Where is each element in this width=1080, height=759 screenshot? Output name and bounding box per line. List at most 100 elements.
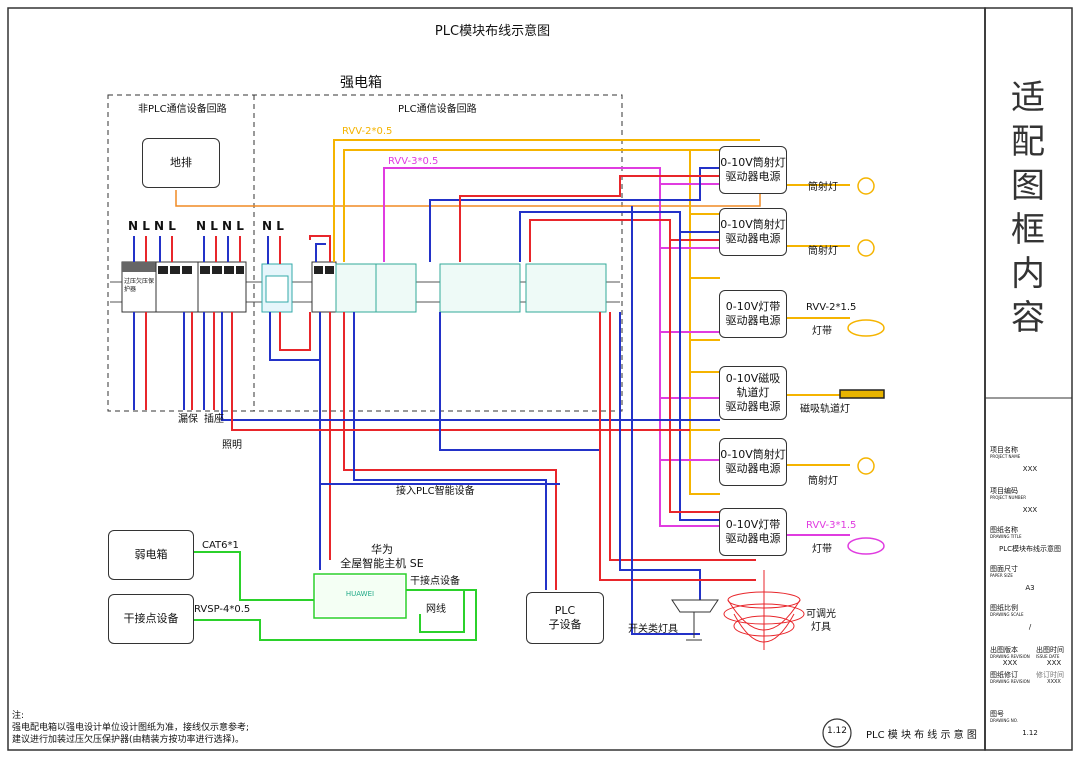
vt-1: 适 (1011, 78, 1045, 118)
tb-mod-value: XXXX (1047, 679, 1061, 685)
tb-project-no-en: PROJECT NUMBER (990, 495, 1026, 500)
breaker-group-1 (155, 261, 199, 313)
tb-no-en: DRAWING NO. (990, 718, 1018, 723)
strong-box-outline (107, 94, 623, 412)
lighting-label: 照明 (222, 440, 242, 451)
load-label-3: 灯带 (812, 326, 832, 337)
tb-rev-col: 出图版本 DRAWING REVISION XXX 图纸修订 DRAWING R… (990, 646, 1030, 684)
breaker-label-2: N L N L (196, 219, 244, 233)
plc-module-1 (335, 263, 417, 313)
load-label-1: 筒射灯 (808, 182, 838, 193)
tb-paper-en: PAPER SIZE (990, 573, 1013, 578)
driver-box-1: 0-10V筒射灯驱动器电源 (719, 146, 787, 194)
vt-4: 框 (1011, 210, 1045, 250)
cable-rvv-3-15: RVV-3*1.5 (806, 520, 857, 531)
breaker-label-3: N L (262, 219, 284, 233)
load-label-6: 灯带 (812, 544, 832, 555)
host-line1: 华为 (371, 543, 393, 556)
green-links (176, 551, 477, 641)
dry-contact-box: 干接点设备 (108, 594, 194, 644)
tb-mod-en: DRAWING REVISION (990, 679, 1030, 684)
tb-scale-value: / (1028, 623, 1032, 631)
driver-box-5: 0-10V筒射灯驱动器电源 (719, 438, 787, 486)
non-plc-section-label: 非PLC通信设备回路 (138, 104, 227, 115)
driver-4-line2: 轨道灯 (736, 386, 770, 399)
breaker-label-1: N L N L (128, 219, 176, 233)
driver-box-3: 0-10V灯带驱动器电源 (719, 290, 787, 338)
weak-box: 弱电箱 (108, 530, 194, 580)
plc-section-label: PLC通信设备回路 (398, 104, 477, 115)
vt-5: 内 (1011, 254, 1045, 294)
dimmable-line1: 可调光 (806, 609, 836, 620)
vertical-title: 适 配 图 框 内 容 (998, 76, 1058, 340)
strong-box-title: 强电箱 (340, 75, 382, 91)
dry-contact-link-label: 干接点设备 (410, 576, 460, 587)
driver-2-line2: 驱动器电源 (725, 232, 781, 245)
tb-scale-label: 图纸比例 (990, 604, 1018, 612)
dimmable-line2: 灯具 (811, 622, 831, 633)
tb-mod-label: 图纸修订 (990, 671, 1018, 679)
driver-3-line2: 驱动器电源 (725, 314, 781, 327)
vt-6: 容 (1011, 298, 1045, 338)
title-block-fields: 项目名称 PROJECT NAME XXX 项目编码 PROJECT NUMBE… (990, 446, 1070, 631)
tb-title-en: DRAWING TITLE (990, 534, 1022, 539)
tb-rev-en: DRAWING REVISION (990, 654, 1030, 659)
socket-label: 插座 (204, 414, 224, 425)
sheet-badge-circle (822, 718, 852, 748)
chandelier-icon (723, 570, 805, 650)
notes: 注: 强电配电箱以强电设计单位设计图纸为准，接线仅示意参考; 建议进行加装过压欠… (12, 710, 249, 746)
switch-lamp-label: 开关类灯具 (628, 624, 678, 635)
tb-project-no-label: 项目编码 (990, 487, 1018, 495)
driver-4-line3: 驱动器电源 (725, 400, 781, 413)
tb-project-name-value: XXX (1022, 465, 1038, 473)
load-label-4: 磁吸轨道灯 (800, 404, 850, 415)
tb-rev-value: XXX (1002, 659, 1018, 667)
cable-rvv-3-05: RVV-3*0.5 (388, 156, 439, 167)
cable-cat6: CAT6*1 (202, 540, 239, 551)
breaker-group-2 (197, 261, 247, 313)
sheet-badge: 1.12 (826, 726, 848, 736)
tb-scale-en: DRAWING SCALE (990, 612, 1024, 617)
vt-2: 配 (1011, 122, 1045, 162)
cable-rvv-2-05: RVV-2*0.5 (342, 126, 393, 137)
plc-coupler-module (261, 263, 293, 313)
sheet-caption: PLC 模 块 布 线 示 意 图 (866, 730, 977, 741)
driver-6-line1: 0-10V灯带 (725, 518, 781, 531)
tb-paper-value: A3 (1025, 584, 1035, 592)
protector-label: 过压欠压保护器 (124, 278, 155, 293)
page-title: PLC模块布线示意图 (434, 24, 551, 39)
tb-date-col: 出图时间 ISSUE DATE XXX 修订时间 XXXX (1036, 646, 1072, 685)
driver-box-6: 0-10V灯带驱动器电源 (719, 508, 787, 556)
tb-no-label: 图号 (990, 710, 1004, 718)
vt-3: 图 (1011, 166, 1045, 206)
tb-title-value: PLC模块布线示意图 (998, 545, 1061, 553)
plc-module-3 (525, 263, 607, 313)
plc-module-2 (439, 263, 521, 313)
host-brand-logo: HUAWEI (345, 590, 375, 598)
tb-mod-time-label: 修订时间 (1036, 671, 1064, 679)
table-lamp-icon (671, 599, 719, 641)
title-block-frame (984, 7, 1073, 751)
tb-date-label: 出图时间 (1036, 646, 1064, 654)
lamp-icons (839, 177, 885, 555)
notes-title: 注: (12, 711, 25, 721)
driver-4-line1: 0-10V磁吸 (725, 372, 781, 385)
tb-drawing-no: 图号 DRAWING NO. 1.12 (990, 710, 1070, 737)
orange-bus (333, 139, 850, 495)
tb-project-name-label: 项目名称 (990, 446, 1018, 454)
host-line2: 全屋智能主机 SE (340, 557, 424, 570)
driver-box-4: 0-10V磁吸轨道灯驱动器电源 (719, 366, 787, 420)
cable-rvv-2-15: RVV-2*1.5 (806, 302, 857, 313)
leak-label: 漏保 (178, 414, 198, 425)
tb-project-no-value: XXX (1022, 506, 1038, 514)
plc-access-label: 接入PLC智能设备 (396, 486, 475, 497)
load-label-2: 筒射灯 (808, 246, 838, 257)
tb-no-value: 1.12 (1022, 729, 1038, 737)
ground-bar-box: 地排 (142, 138, 220, 188)
plc-sub-line1: PLC (554, 604, 576, 617)
notes-line1: 强电配电箱以强电设计单位设计图纸为准，接线仅示意参考; (12, 723, 250, 733)
host-title: 华为全屋智能主机 SE (328, 543, 436, 571)
